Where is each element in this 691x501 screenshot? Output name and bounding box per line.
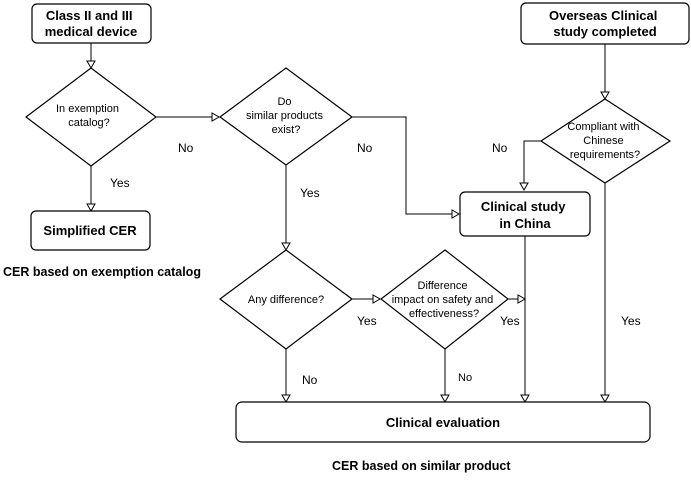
node-china-line1: Clinical study [481,199,566,214]
label-similar-yes: Yes [300,186,320,200]
decision-exemption-line2: catalog? [68,117,110,129]
decision-similar-line2: similar products [246,110,324,122]
svg-text:Difference impact on saf: Difference impact on safety and effectiv… [392,280,497,320]
node-china-line2: in China [499,216,551,231]
arrowhead [372,294,382,304]
caption-exemption-catalog: CER based on exemption catalog [3,265,201,279]
arrowhead [86,60,96,70]
node-overseas-line1: Overseas Clinical [549,8,657,23]
node-overseas-line2: study completed [553,24,656,39]
decision-similar-products: Do similar products exist? [218,67,354,166]
decision-similar-line3: exist? [272,124,301,136]
arrowhead [440,394,450,404]
label-compliant-yes: Yes [621,314,641,328]
label-any-diff-no: No [302,373,318,387]
arrowhead [451,209,461,219]
decision-impact-line2: impact on safety and [392,294,494,306]
decision-impact-line1: Difference [418,280,468,292]
decision-any-difference-label: Any difference? [248,294,324,306]
svg-text:Overseas Clinical study: Overseas Clinical study completed [549,8,661,39]
caption-similar-product: CER based on similar product [332,459,511,473]
node-clinical-study-china: Clinical study in China [459,191,591,237]
label-impact-no: No [458,372,472,384]
decision-any-difference: Any difference? [218,249,354,350]
edge-compliant-no [523,140,541,184]
label-any-diff-yes: Yes [357,314,377,328]
svg-text:Compliant with Chinese: Compliant with Chinese requirements? [567,121,642,161]
decision-compliant-line1: Compliant with [567,121,639,133]
svg-text:Class II and III medical: Class II and III medical device [45,8,138,39]
label-impact-yes: Yes [500,314,520,328]
arrowhead [86,203,96,213]
decision-exemption-catalog: In exemption catalog? [25,67,157,167]
arrowhead [281,242,291,252]
node-clinical-evaluation-label: Clinical evaluation [386,415,500,430]
svg-text:In exemption catalog?: In exemption catalog? [56,103,122,129]
arrowhead [600,394,610,404]
arrowhead [211,112,221,122]
node-simplified-cer-label: Simplified CER [43,223,137,238]
decision-difference-impact: Difference impact on safety and effectiv… [380,249,509,350]
decision-impact-line3: effectiveness? [409,308,479,320]
svg-text:Do similar products: Do similar products exist? [246,96,326,136]
svg-text:Clinical study in China: Clinical study in China [481,199,569,231]
label-exemption-no: No [178,141,194,155]
arrowhead [520,394,530,404]
node-overseas-study: Overseas Clinical study completed [520,2,690,45]
decision-exemption-line1: In exemption [56,103,119,115]
decision-similar-line1: Do [277,96,291,108]
arrowhead [281,394,291,404]
node-class-device: Class II and III medical device [31,3,152,44]
node-class-device-line2: medical device [45,24,138,39]
node-simplified-cer: Simplified CER [30,210,151,251]
arrowhead [519,182,529,192]
arrowhead [600,91,610,101]
node-class-device-line1: Class II and III [46,8,133,23]
arrowhead [517,294,527,304]
node-clinical-evaluation: Clinical evaluation [235,401,651,443]
edge-similar-no [352,116,453,215]
decision-compliant-line3: requirements? [570,149,640,161]
decision-compliant-line2: Chinese [583,135,623,147]
label-exemption-yes: Yes [110,176,130,190]
label-similar-no: No [357,141,373,155]
decision-compliant: Compliant with Chinese requirements? [539,98,672,184]
label-compliant-no: No [492,141,508,155]
